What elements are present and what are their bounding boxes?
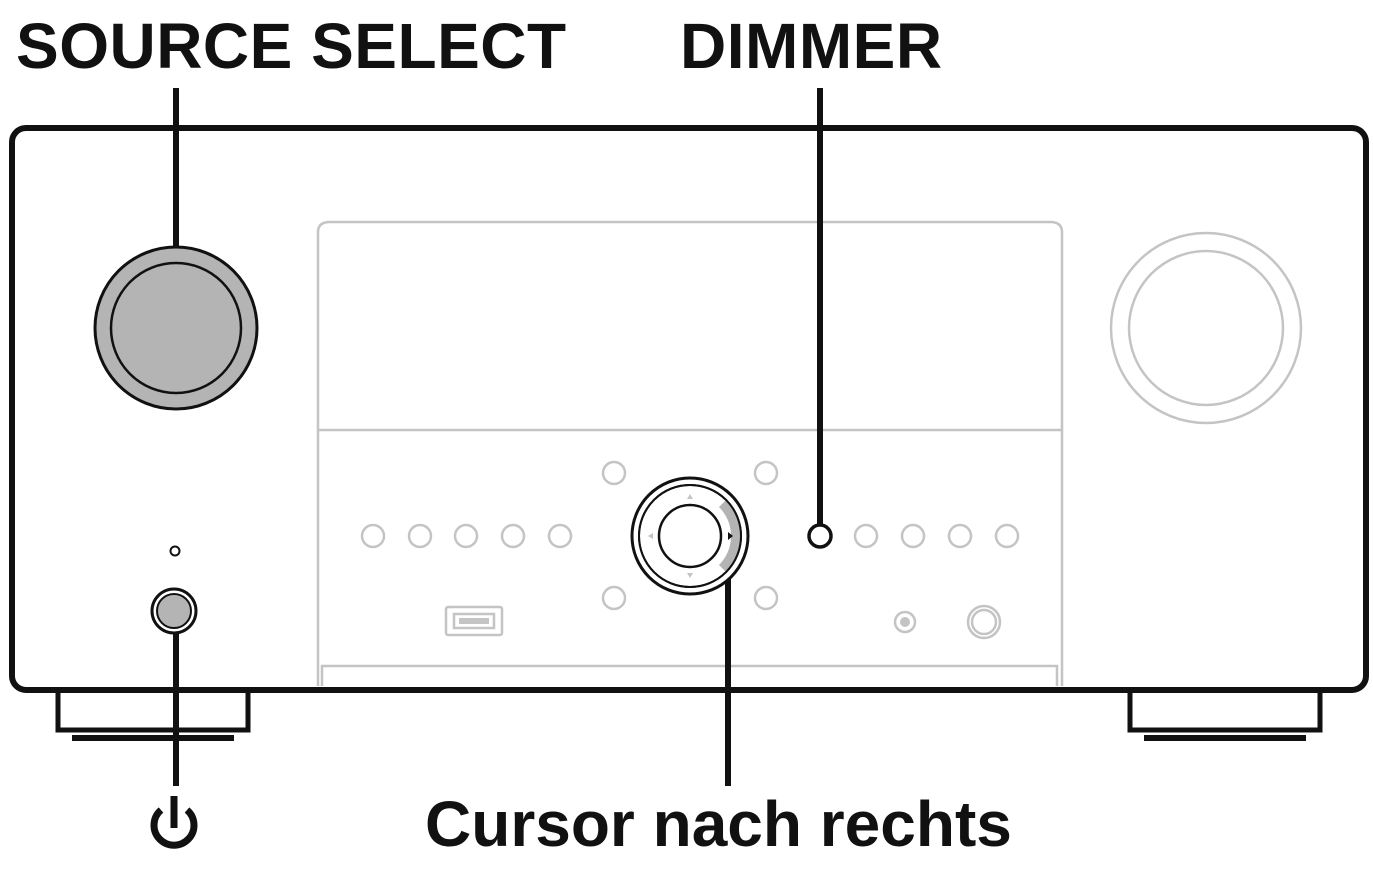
headphone-jack bbox=[966, 604, 1002, 640]
mic-jack bbox=[893, 610, 917, 634]
left-foot bbox=[55, 688, 251, 741]
dimmer-label: DIMMER bbox=[680, 10, 943, 82]
center-panel bbox=[316, 220, 1064, 686]
volume-knob bbox=[1109, 231, 1303, 425]
cursor-right-segment[interactable] bbox=[718, 499, 741, 573]
cursor-down-arrow bbox=[687, 573, 693, 578]
standby-indicator bbox=[169, 545, 181, 557]
right-button-row bbox=[853, 523, 1020, 549]
cursor-up-arrow bbox=[687, 494, 693, 499]
usb-port bbox=[444, 605, 504, 637]
source-select-knob[interactable] bbox=[93, 245, 259, 411]
right-foot bbox=[1127, 688, 1323, 741]
source-select-label: SOURCE SELECT bbox=[16, 10, 567, 82]
cursor-pad[interactable] bbox=[630, 476, 750, 596]
receiver-body bbox=[9, 125, 1369, 693]
cursor-right-arrow bbox=[728, 532, 733, 540]
cursor-right-label: Cursor nach rechts bbox=[425, 788, 1012, 860]
cursor-left-arrow bbox=[648, 533, 653, 539]
power-icon bbox=[150, 796, 198, 849]
power-button[interactable] bbox=[150, 587, 198, 635]
left-button-row bbox=[360, 523, 573, 549]
dimmer-button[interactable] bbox=[807, 523, 833, 549]
cursor-side-buttons bbox=[601, 460, 779, 611]
